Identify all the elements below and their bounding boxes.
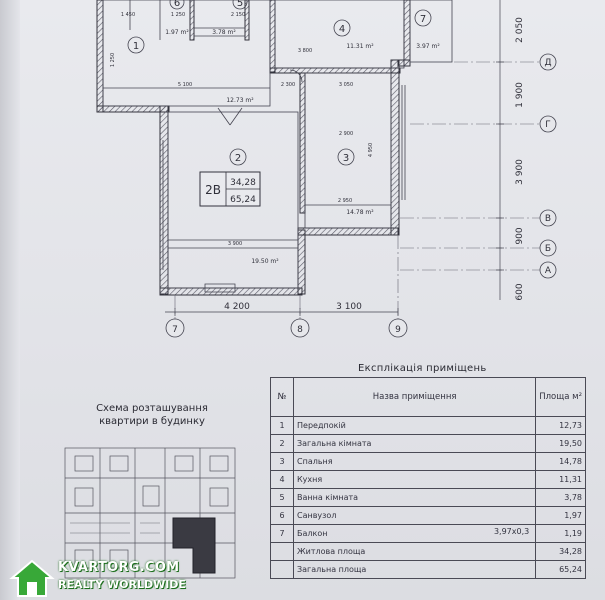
axis-row-V: В [545, 214, 551, 224]
dim-right-2: 1 900 [515, 82, 525, 108]
axis-row-B: Б [545, 244, 551, 254]
table-row: 3 Спальня 14,78 [270, 452, 586, 471]
svg-text:1 450: 1 450 [121, 12, 135, 18]
dim-right-3: 3 900 [515, 159, 525, 185]
room-6-number: 6 [174, 0, 180, 9]
dim-bottom-2: 3 100 [336, 302, 362, 312]
room-5-number: 5 [237, 0, 243, 9]
svg-text:3 900: 3 900 [228, 241, 242, 247]
house-logo-icon [9, 559, 55, 597]
axis-row-G: Г [545, 120, 551, 130]
explication-title: Експлікація приміщень [358, 363, 487, 374]
svg-text:2 950: 2 950 [338, 198, 352, 204]
dim-right-1: 2 050 [515, 17, 525, 43]
apartment-highlight [172, 517, 216, 574]
svg-text:2 150: 2 150 [231, 12, 245, 18]
floor-plan: Д Г В Б А 7 8 9 2 050 1 900 3 900 900 60… [96, 0, 557, 338]
apartment-code: 2В [205, 183, 221, 197]
dim-right-4: 900 [515, 227, 525, 244]
watermark-line1: KVARTORG.COM [58, 560, 180, 575]
table-row: 5 Ванна кімната 3,78 [270, 488, 586, 507]
building-location-schema [64, 447, 236, 579]
axis-row-A: А [545, 266, 552, 276]
svg-text:3 050: 3 050 [339, 82, 353, 88]
table-row: 4 Кухня 11,31 [270, 470, 586, 489]
table-row: 6 Санвузол 1,97 [270, 506, 586, 525]
room-1-area: 12.73 m² [226, 97, 254, 104]
dim-bottom-1: 4 200 [224, 302, 250, 312]
room-6-area: 1.97 m² [165, 29, 189, 36]
col-header-area: Площа м² [535, 377, 586, 417]
balcony-dims: 3,97х0,3 [493, 527, 530, 536]
explication-table: № Назва приміщення Площа м² 1 Передпокій… [270, 377, 586, 579]
table-row: 2 Загальна кімната 19,50 [270, 434, 586, 453]
room-2-number: 2 [235, 153, 241, 164]
apartment-total-area: 65,24 [230, 195, 256, 205]
svg-text:1 250: 1 250 [110, 53, 116, 67]
svg-text:2 900: 2 900 [339, 131, 353, 137]
axis-row-D: Д [544, 58, 551, 68]
room-4-area: 11.31 m² [346, 43, 374, 50]
svg-text:3 800: 3 800 [298, 48, 312, 54]
svg-text:5 100: 5 100 [178, 82, 192, 88]
schema-title: Схема розташування квартири в будинку [96, 403, 208, 427]
room-4-number: 4 [339, 24, 345, 35]
room-3-area: 14.78 m² [346, 209, 374, 216]
axis-col-7: 7 [172, 325, 178, 335]
total-area-row: Загальна площа 65,24 [270, 560, 586, 579]
room-7-number: 7 [420, 14, 426, 25]
room-1-number: 1 [133, 41, 139, 52]
room-2-area: 19.50 m² [251, 258, 279, 265]
svg-text:4 950: 4 950 [368, 143, 374, 157]
table-header-row: № Назва приміщення Площа м² [270, 377, 586, 417]
col-header-no: № [270, 377, 294, 417]
svg-text:1 250: 1 250 [171, 12, 185, 18]
room-7-area: 3.97 m² [416, 43, 440, 50]
room-5-area: 3.78 m² [212, 29, 236, 36]
apartment-stamp: 2В 34,28 65,24 [199, 171, 261, 207]
outer-walls [96, 0, 411, 296]
col-header-name: Назва приміщення [292, 377, 537, 417]
apartment-living-area: 34,28 [230, 178, 256, 188]
axis-col-8: 8 [297, 325, 303, 335]
table-row: 1 Передпокій 12,73 [270, 416, 586, 435]
living-area-row: Житлова площа 34,28 [270, 542, 586, 561]
axis-col-9: 9 [395, 325, 401, 335]
watermark-line2: REALTY WORLDWIDE [58, 578, 186, 591]
dim-right-5: 600 [515, 283, 525, 300]
page-edge-shadow [0, 0, 20, 600]
room-3-number: 3 [343, 153, 349, 164]
svg-text:2 300: 2 300 [281, 82, 295, 88]
